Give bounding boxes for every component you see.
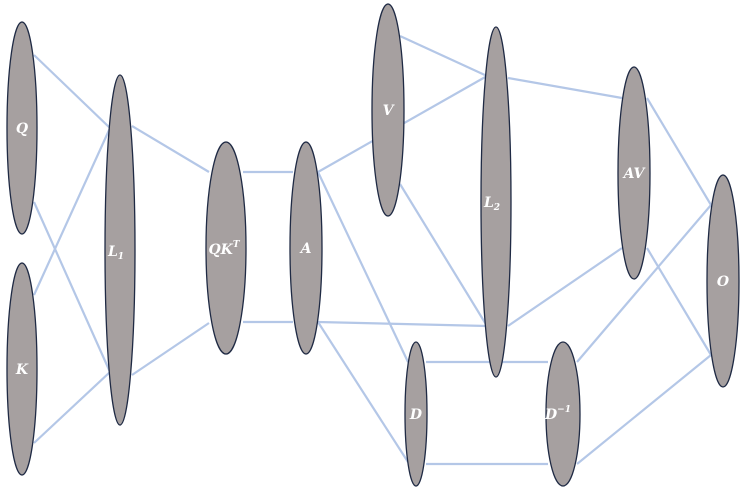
edge-l1-qkt-bottom: [131, 322, 210, 376]
node-o-label: O: [717, 274, 730, 290]
node-q-shape: [6, 21, 38, 235]
edge-a-l2-bottom: [317, 320, 488, 328]
edge-q-l1-bottom: [32, 201, 112, 373]
node-d-inverse-shape: [545, 341, 581, 487]
edge-q-l1-top: [33, 54, 111, 129]
node-l1-label: L1: [107, 244, 124, 262]
node-q: Q: [6, 21, 38, 235]
node-av-shape: [617, 66, 651, 280]
edge-l1-qkt-top: [131, 125, 210, 173]
node-l1-shape: [104, 74, 136, 426]
node-l2: L2: [480, 26, 512, 378]
edge-k-l1-top: [32, 127, 112, 296]
edge-dinv-o-top: [576, 204, 712, 363]
node-v: V: [371, 3, 405, 217]
node-l1: L1: [104, 74, 136, 426]
edge-v-l2-bottom: [399, 183, 488, 327]
edge-a-d-bottom: [317, 321, 409, 463]
edge-a-d-top: [317, 171, 409, 363]
node-k: K: [6, 262, 38, 476]
edge-av-o-bottom: [646, 247, 712, 356]
edge-l2-av-bottom: [507, 247, 623, 327]
nodes-layer: Q K L1 QKT A: [6, 3, 740, 487]
node-av-label: AV: [622, 166, 647, 182]
node-d: D: [404, 341, 428, 487]
node-v-label: V: [383, 103, 396, 119]
edge-l2-av-top: [507, 76, 623, 100]
edges-layer: [32, 35, 712, 466]
node-v-shape: [371, 3, 405, 217]
node-av: AV: [617, 66, 651, 280]
node-d-label: D: [409, 407, 423, 423]
node-a-label: A: [299, 241, 312, 257]
edge-av-o-top: [646, 97, 712, 206]
node-d-inverse-label: D−1: [544, 405, 571, 423]
node-a-shape: [289, 141, 323, 355]
node-o-shape: [706, 174, 740, 388]
node-d-inverse: D−1: [544, 341, 581, 487]
node-qkt-shape: [205, 141, 247, 355]
node-a: A: [289, 141, 323, 355]
node-o: O: [706, 174, 740, 388]
edge-dinv-o-bottom: [576, 354, 712, 465]
node-qkt-label: QKT: [208, 240, 240, 258]
edge-v-l2-top: [399, 35, 488, 77]
node-d-shape: [404, 341, 428, 487]
node-l2-label: L2: [483, 195, 500, 213]
node-qkt: QKT: [205, 141, 247, 355]
node-k-shape: [6, 262, 38, 476]
node-q-label: Q: [16, 121, 28, 137]
node-k-label: K: [15, 362, 29, 378]
edge-k-l1-bottom: [33, 371, 111, 444]
node-l2-shape: [480, 26, 512, 378]
